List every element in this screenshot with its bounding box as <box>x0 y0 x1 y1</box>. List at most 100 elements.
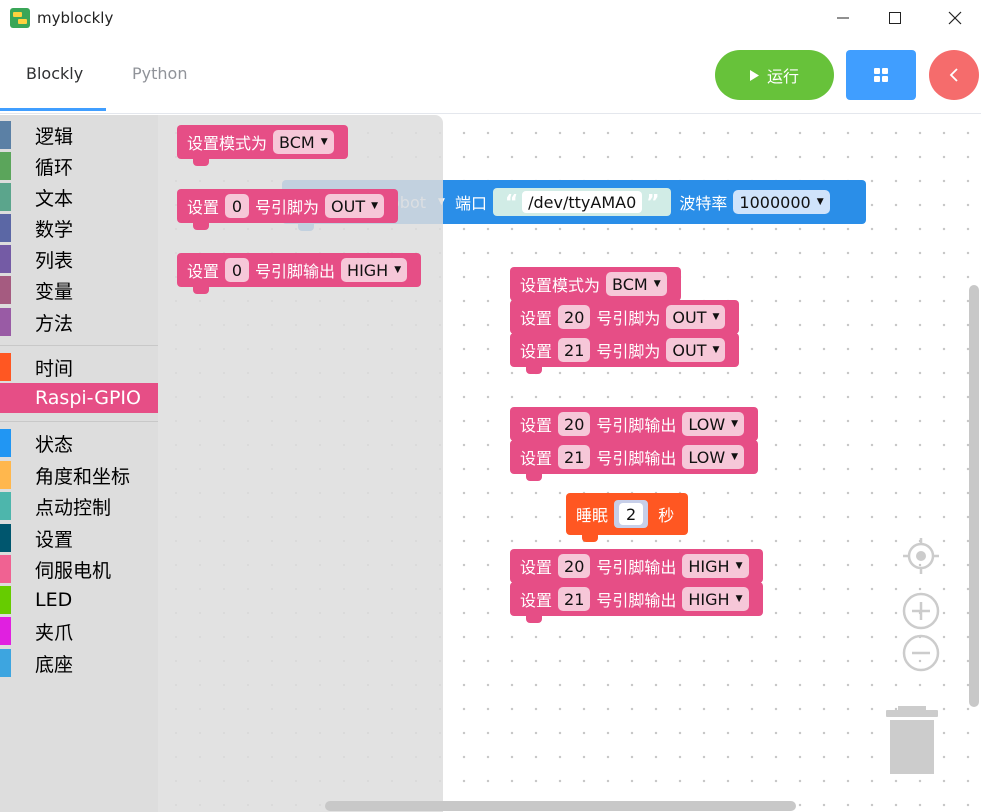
back-button[interactable] <box>929 50 979 100</box>
pin-level-dropdown[interactable]: LOW▼ <box>682 412 745 436</box>
category-swatch <box>0 429 11 457</box>
pin-level-dropdown[interactable]: HIGH▼ <box>341 258 408 282</box>
set-pin-output-block[interactable]: 设置 21 号引脚输出 HIGH▼ <box>510 582 763 623</box>
toolbox-category-status[interactable]: 状态 <box>0 428 158 458</box>
run-button-label: 运行 <box>766 67 799 86</box>
vertical-scrollbar[interactable] <box>969 285 979 707</box>
pin-number-field[interactable]: 0 <box>225 194 250 218</box>
mode-dropdown[interactable]: BCM▼ <box>273 130 334 154</box>
baud-label: 波特率 <box>679 194 728 213</box>
grid-menu-button[interactable] <box>846 50 916 100</box>
pin-number-field[interactable]: 20 <box>558 412 591 436</box>
set-pin-mode-block[interactable]: 设置 20 号引脚为 OUT▼ <box>510 300 740 334</box>
pin-number-field[interactable]: 20 <box>558 305 591 329</box>
pin-number-field[interactable]: 21 <box>558 587 591 611</box>
category-swatch <box>0 183 11 211</box>
set-pin-output-block[interactable]: 设置 20 号引脚输出 LOW▼ <box>510 407 759 441</box>
close-button[interactable] <box>932 0 978 36</box>
block-label: 号引脚为 <box>596 309 661 328</box>
pin-level-dropdown[interactable]: LOW▼ <box>682 445 745 469</box>
maximize-button[interactable] <box>872 0 918 36</box>
toolbox-category-raspi-gpio[interactable]: Raspi-GPIO <box>0 383 158 413</box>
set-pin-output-block[interactable]: 设置 21 号引脚输出 LOW▼ <box>510 440 759 481</box>
toolbox-category-angles-coords[interactable]: 角度和坐标 <box>0 460 158 490</box>
block-label: 号引脚输出 <box>596 591 677 610</box>
pin-number-field[interactable]: 20 <box>558 554 591 578</box>
block-label: 号引脚为 <box>255 198 320 217</box>
minimize-button[interactable] <box>820 0 866 36</box>
toolbox-category-settings[interactable]: 设置 <box>0 523 158 553</box>
pin-mode-dropdown[interactable]: OUT▼ <box>666 305 726 329</box>
sleep-block[interactable]: 睡眠 2 秒 <box>566 493 689 542</box>
toolbox-category-variables[interactable]: 变量 <box>0 275 158 305</box>
pin-number-field[interactable]: 0 <box>225 258 250 282</box>
mode-dropdown[interactable]: BCM▼ <box>606 272 667 296</box>
maximize-icon <box>889 12 901 24</box>
toolbox-category-led[interactable]: LED <box>0 585 158 615</box>
toolbox-category-loops[interactable]: 循环 <box>0 151 158 181</box>
set-mode-block[interactable]: 设置模式为 BCM▼ <box>510 267 681 301</box>
horizontal-scrollbar[interactable] <box>325 801 796 811</box>
category-swatch <box>0 524 11 552</box>
toolbox: 逻辑 循环 文本 数学 列表 变量 方法 时间 Raspi-GPIO 状态 角度… <box>0 115 158 812</box>
category-swatch <box>0 461 11 489</box>
baud-rate-dropdown[interactable]: 1000000▼ <box>733 190 830 214</box>
flyout-set-pin-output-block[interactable]: 设置 0 号引脚输出 HIGH▼ <box>177 253 422 294</box>
sleep-seconds-value[interactable]: 2 <box>619 503 644 525</box>
active-tab-indicator <box>0 108 106 111</box>
pin-number-field[interactable]: 21 <box>558 445 591 469</box>
block-label: 设置 <box>520 449 553 468</box>
pin-mode-dropdown[interactable]: OUT▼ <box>325 194 385 218</box>
block-connector <box>193 287 209 294</box>
tab-python[interactable]: Python <box>132 64 188 83</box>
toolbox-category-logic[interactable]: 逻辑 <box>0 120 158 150</box>
port-value[interactable]: /dev/ttyAMA0 <box>522 191 643 213</box>
trash-icon[interactable] <box>884 704 940 776</box>
toolbox-category-math[interactable]: 数学 <box>0 213 158 243</box>
block-label: 设置 <box>520 309 553 328</box>
block-connector <box>193 159 209 166</box>
sleep-seconds-slot[interactable]: 2 <box>614 500 649 528</box>
minimize-icon <box>837 17 849 19</box>
toolbox-category-lists[interactable]: 列表 <box>0 244 158 274</box>
toolbox-flyout[interactable]: 设置模式为 BCM▼ 设置 0 号引脚为 OUT▼ 设置 0 号引脚输出 HIG… <box>158 115 443 812</box>
zoom-in-icon[interactable] <box>902 592 940 630</box>
block-label: 号引脚输出 <box>596 416 677 435</box>
toolbox-category-gripper[interactable]: 夹爪 <box>0 616 158 646</box>
toolbox-category-time[interactable]: 时间 <box>0 352 158 382</box>
zoom-out-icon[interactable] <box>902 634 940 672</box>
tab-blockly[interactable]: Blockly <box>26 64 84 83</box>
toolbox-category-text[interactable]: 文本 <box>0 182 158 212</box>
category-swatch <box>0 384 11 412</box>
block-connector <box>526 474 542 481</box>
pin-number-field[interactable]: 21 <box>558 338 591 362</box>
port-string-block[interactable]: “ /dev/ttyAMA0 ” <box>492 188 672 216</box>
dropdown-arrow-icon: ▼ <box>320 137 328 147</box>
block-label: 设置 <box>520 416 553 435</box>
run-button[interactable]: 运行 <box>715 50 834 100</box>
dropdown-arrow-icon: ▼ <box>712 312 720 322</box>
dropdown-arrow-icon: ▼ <box>731 452 739 462</box>
set-pin-mode-block[interactable]: 设置 21 号引脚为 OUT▼ <box>510 333 740 374</box>
toolbox-separator <box>0 345 158 346</box>
toolbox-category-jog-control[interactable]: 点动控制 <box>0 491 158 521</box>
block-connector <box>526 616 542 623</box>
pin-level-dropdown[interactable]: HIGH▼ <box>682 587 749 611</box>
toolbox-category-servo[interactable]: 伺服电机 <box>0 554 158 584</box>
recenter-icon[interactable] <box>902 537 940 575</box>
pin-mode-dropdown[interactable]: OUT▼ <box>666 338 726 362</box>
quote-open-icon: “ <box>504 190 519 214</box>
pin-level-dropdown[interactable]: HIGH▼ <box>682 554 749 578</box>
dropdown-arrow-icon: ▼ <box>816 197 824 207</box>
flyout-set-pin-mode-block[interactable]: 设置 0 号引脚为 OUT▼ <box>177 189 399 230</box>
category-swatch <box>0 308 11 336</box>
block-label: 设置模式为 <box>520 276 601 295</box>
toolbox-category-functions[interactable]: 方法 <box>0 307 158 337</box>
toolbox-category-base[interactable]: 底座 <box>0 648 158 678</box>
category-swatch <box>0 121 11 149</box>
block-label: 设置 <box>520 342 553 361</box>
set-pin-output-block[interactable]: 设置 20 号引脚输出 HIGH▼ <box>510 549 763 583</box>
grid-icon <box>874 68 888 82</box>
flyout-set-mode-block[interactable]: 设置模式为 BCM▼ <box>177 125 348 166</box>
block-connector <box>582 535 598 542</box>
